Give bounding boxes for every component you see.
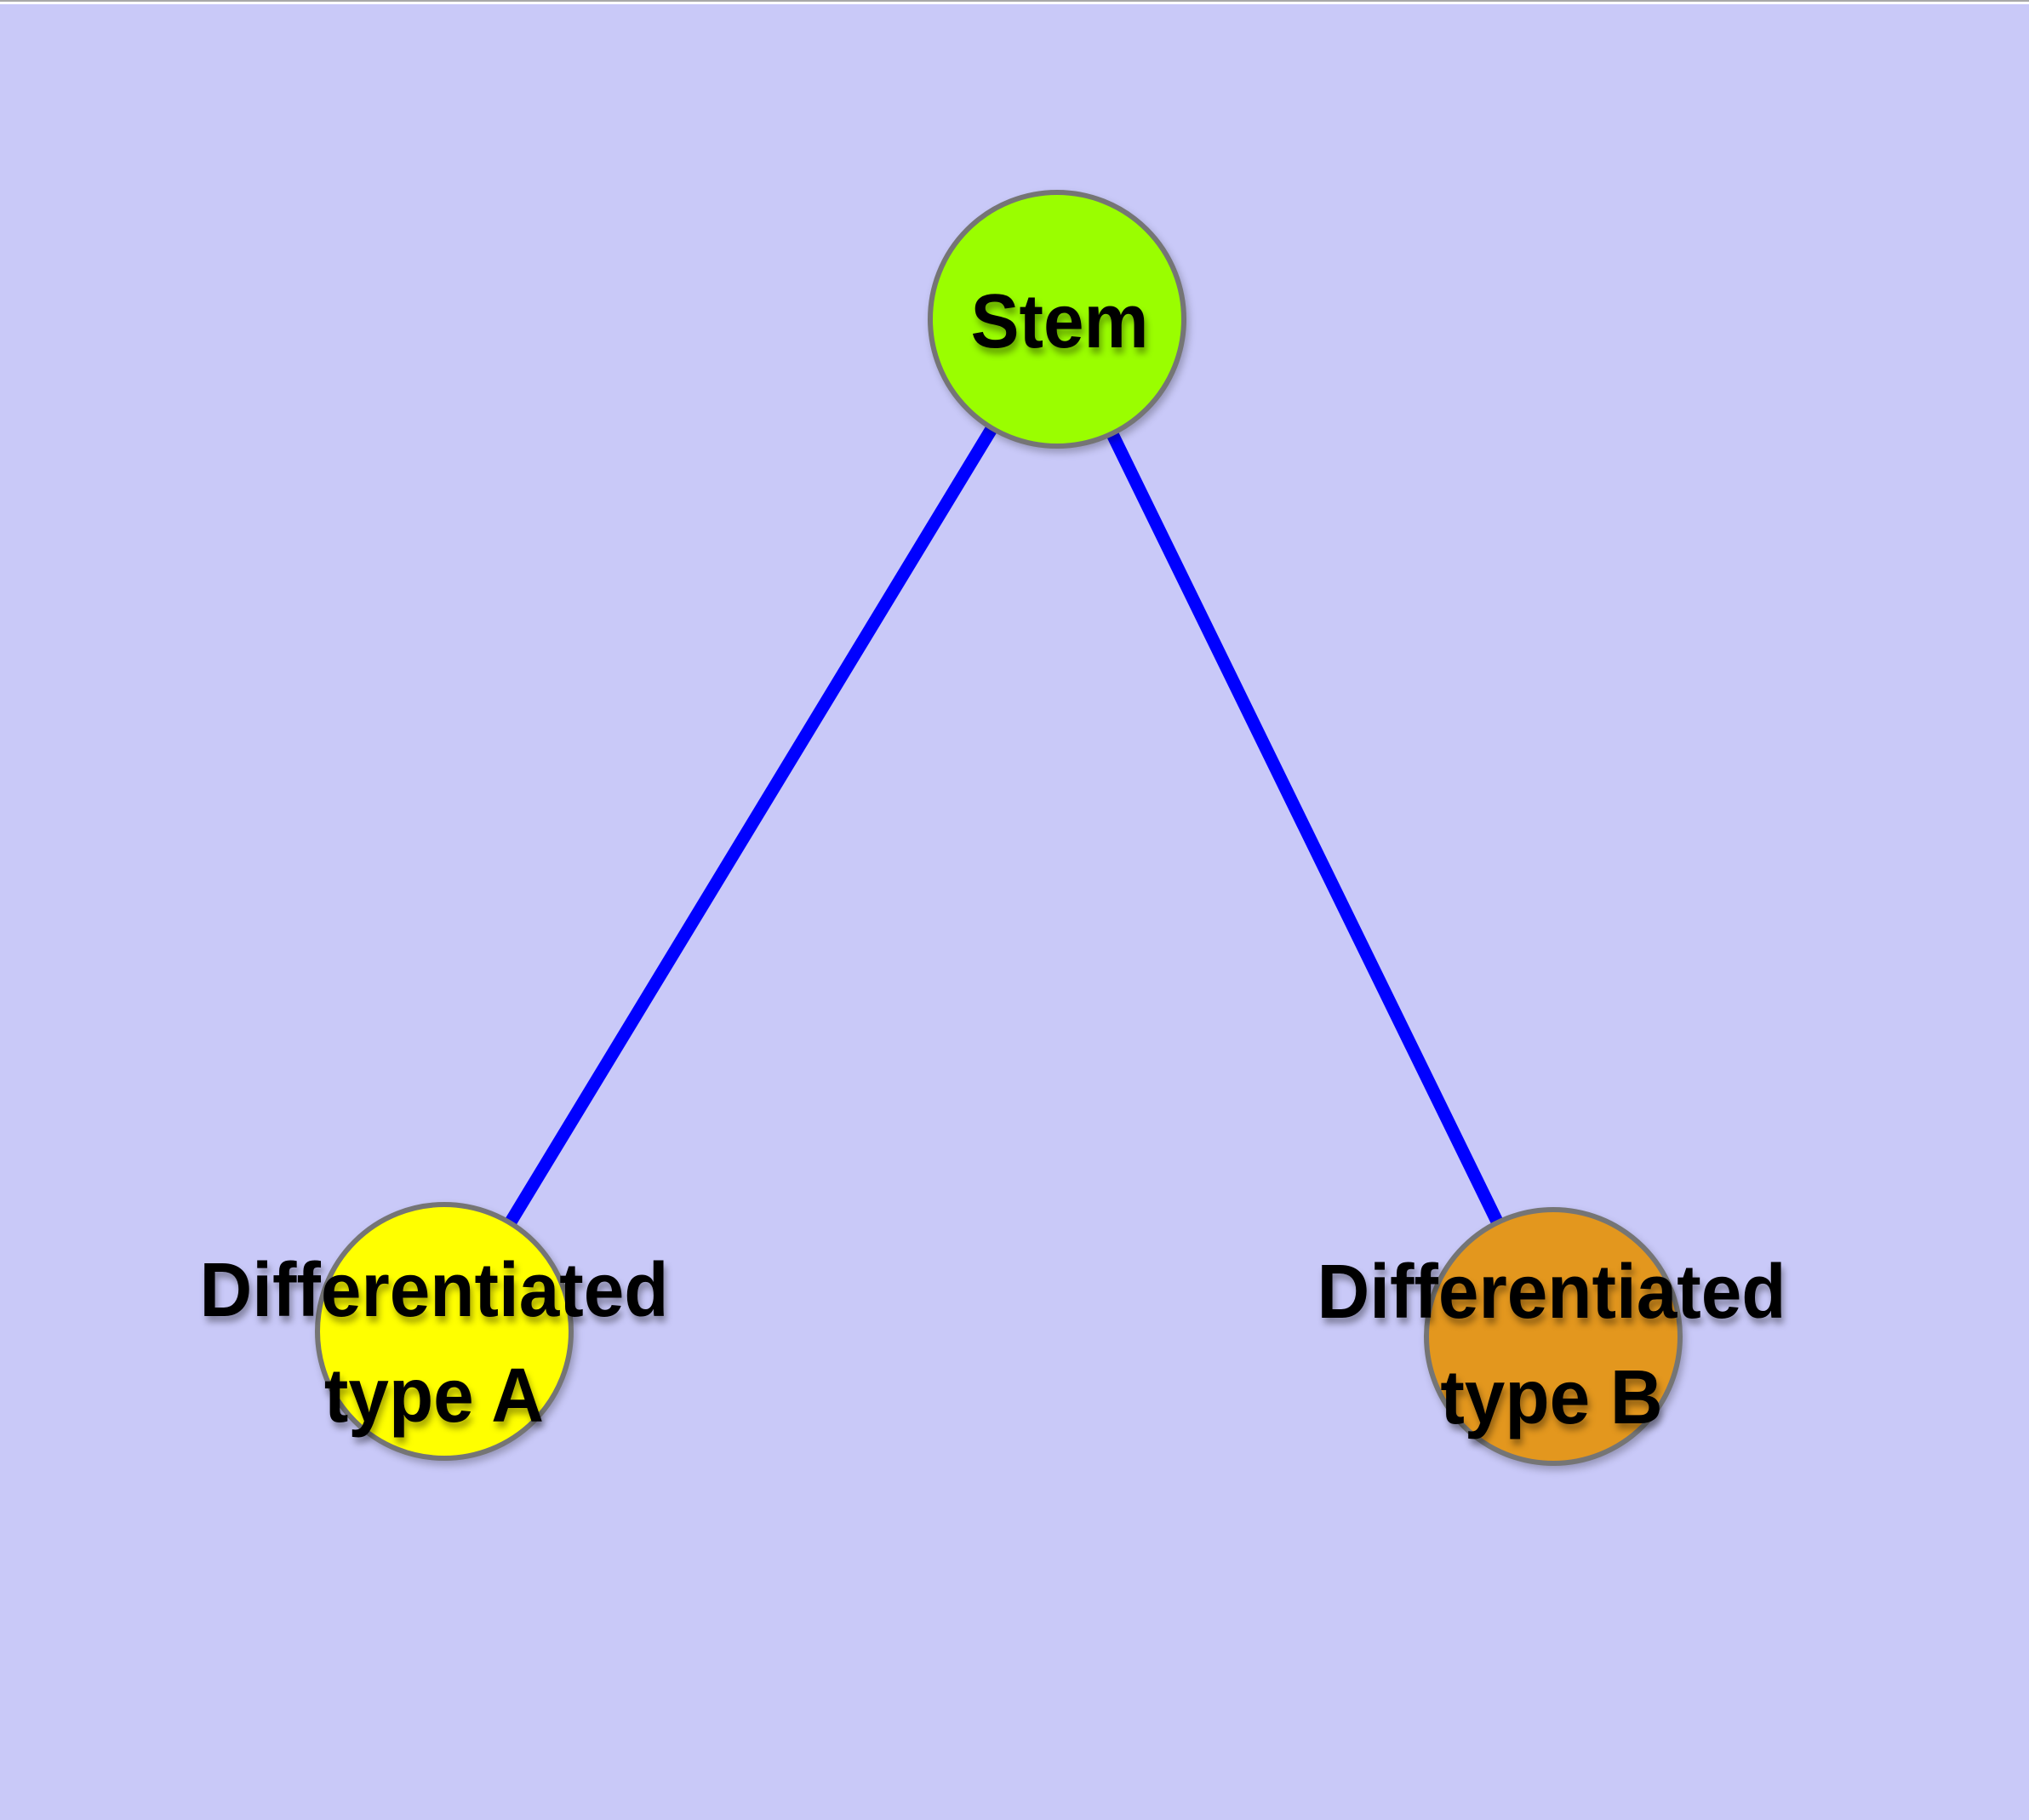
node-differentiated-type-b-circle[interactable] — [1424, 1207, 1683, 1466]
edge-stem-to-type-b[interactable] — [1051, 318, 1559, 1340]
node-differentiated-type-a-circle[interactable] — [315, 1202, 574, 1461]
edge-stem-to-type-a[interactable] — [438, 318, 1063, 1335]
node-stem-circle[interactable] — [928, 190, 1186, 449]
top-margin-strip — [0, 0, 2029, 4]
